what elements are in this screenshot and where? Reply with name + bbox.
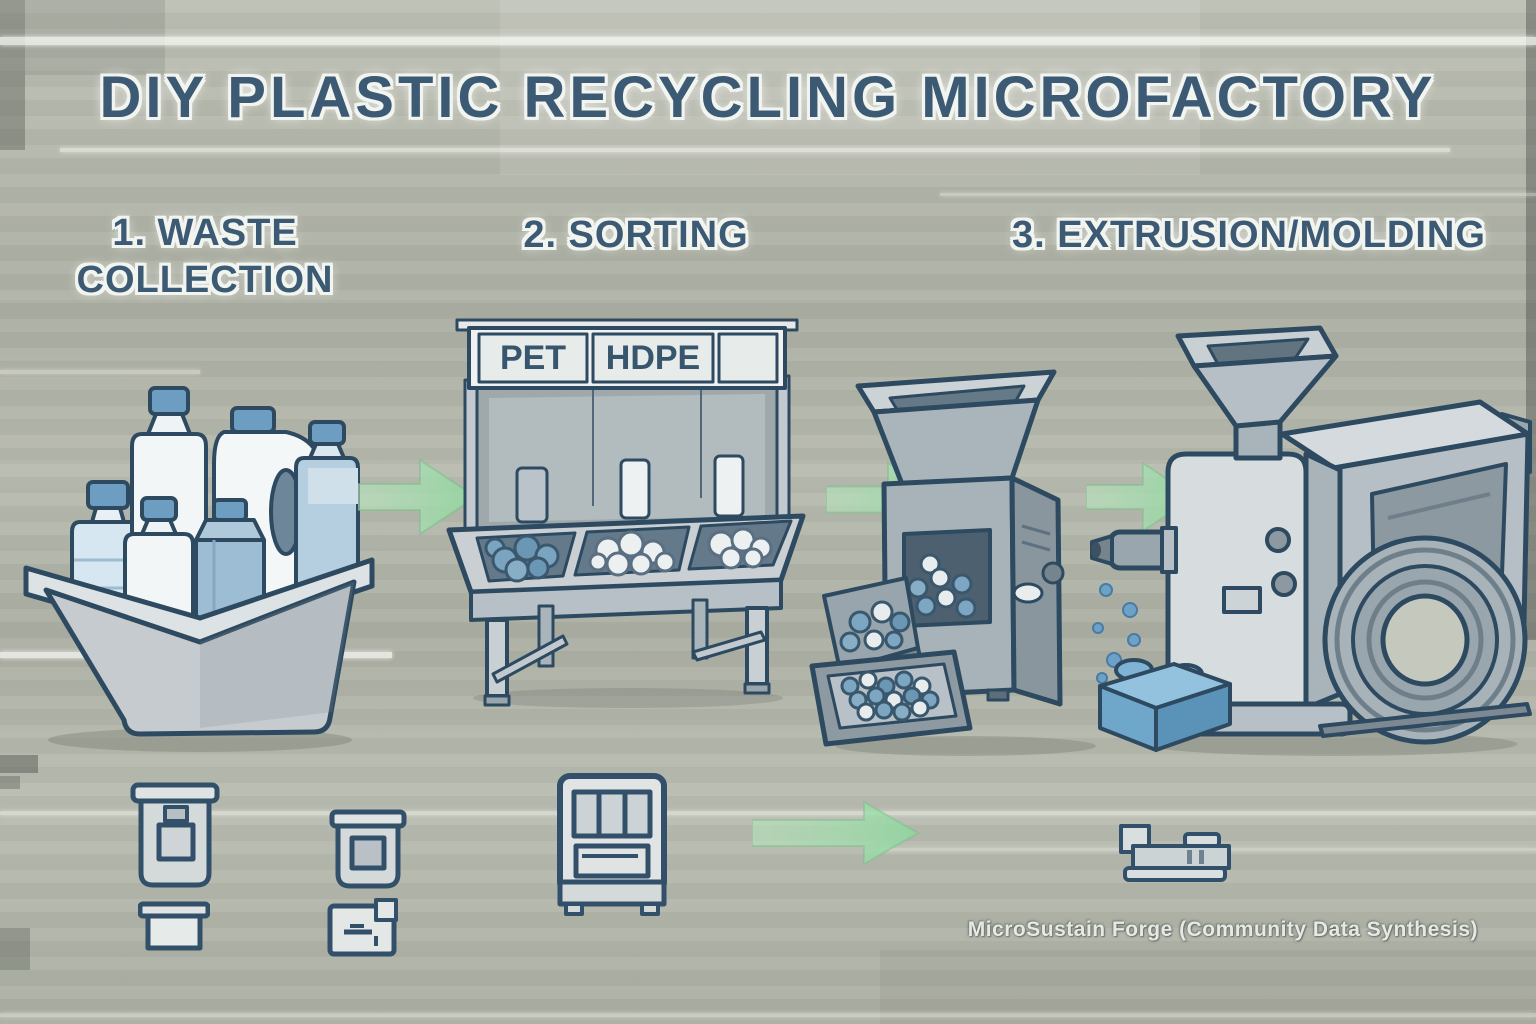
blank-sign-panel (717, 332, 779, 384)
pet-sign-panel (477, 332, 589, 384)
glitch-line (0, 37, 1536, 45)
sorted-pet-flakes (484, 534, 560, 583)
shredder-shadow (836, 736, 1096, 756)
glitch-line (0, 370, 200, 374)
extruder-profile-icon (1119, 824, 1231, 882)
storage-bin-icon (130, 782, 220, 888)
tone-band (0, 755, 38, 773)
sorted-other-flakes (707, 527, 773, 570)
control-knob (1265, 527, 1291, 553)
side-slot (1012, 582, 1044, 604)
spool-stand (1318, 702, 1532, 738)
sign-label-pet: PET (500, 339, 566, 377)
shredder-illustration (809, 369, 1096, 756)
gray-slab (515, 466, 549, 524)
step-1-line2: COLLECTION (76, 259, 334, 301)
filament-spool (1318, 535, 1532, 745)
flake-tray (809, 649, 973, 747)
white-slab (619, 458, 651, 520)
step-3-heading: 3. EXTRUSION/MOLDING (1012, 214, 1486, 256)
extruder-illustration (1090, 325, 1532, 756)
flakes-in-tray (840, 670, 940, 722)
glitch-line (60, 148, 1450, 152)
table-legs (469, 578, 783, 707)
glitch-line (940, 193, 1536, 196)
extruder-hopper (1175, 325, 1339, 461)
sorting-sign: PET HDPE (455, 318, 799, 390)
glitch-line (0, 1013, 1536, 1017)
step-1-line1: 1. WASTE (112, 212, 298, 254)
tone-band (0, 928, 30, 970)
small-container-icon (329, 809, 407, 889)
flakes-in-opening (907, 553, 977, 619)
folder-tray-icon (327, 898, 398, 957)
granulator-machine-icon (557, 773, 667, 916)
arrow-right-icon (752, 800, 921, 866)
control-knob (1271, 571, 1297, 597)
tone-band (0, 776, 20, 789)
table-shadow (473, 688, 783, 708)
sorted-hdpe-flakes (588, 530, 676, 577)
waste-collection-illustration (23, 386, 375, 752)
flakes-on-chute (839, 600, 911, 653)
glitch-line (0, 811, 1536, 815)
arrow-right-icon (358, 458, 478, 536)
side-knob (1041, 561, 1065, 585)
control-plate (1222, 586, 1262, 614)
sorting-station-illustration: PET HDPE (446, 318, 806, 708)
box-lid-icon (138, 901, 210, 951)
white-slab (713, 454, 745, 518)
watermark-text: MicroSustain Forge (Community Data Synth… (967, 918, 1478, 941)
sign-label-hdpe: HDPE (606, 339, 700, 377)
shredder-hopper (855, 369, 1057, 487)
hdpe-sign-panel (591, 332, 715, 384)
step-1-heading: 1. WASTE COLLECTION (40, 210, 370, 304)
step-2-heading: 2. SORTING (523, 214, 749, 256)
plastic-bottles (70, 386, 360, 632)
collection-tub (23, 557, 375, 737)
lego-brick-icon (1098, 658, 1232, 752)
extruder-nozzle (1090, 526, 1178, 574)
page-title: DIY PLASTIC RECYCLING MICROFACTORY (99, 65, 1437, 130)
